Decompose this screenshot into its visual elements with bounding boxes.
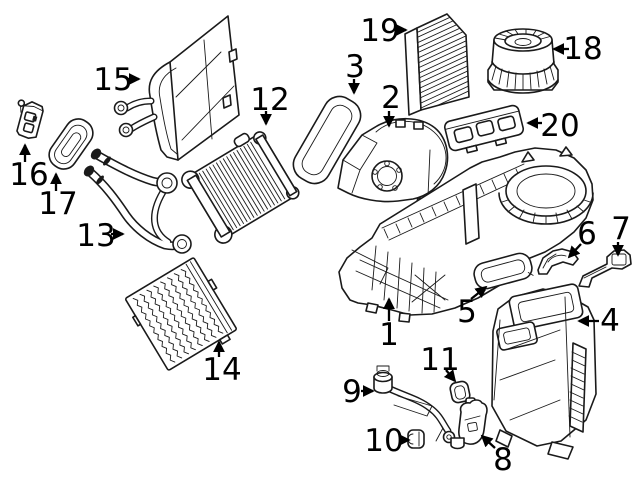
callout-arrow-6 <box>567 243 582 259</box>
part-auxiliary-core[interactable] <box>123 255 243 376</box>
part-blower-motor[interactable] <box>487 28 559 94</box>
callout-label-10[interactable]: 10 <box>364 423 403 459</box>
callout-label-8[interactable]: 8 <box>493 442 513 478</box>
callout-arrow-11 <box>443 369 457 383</box>
part-duct-seal-ring[interactable] <box>288 91 367 190</box>
callout-label-3[interactable]: 3 <box>345 49 365 85</box>
part-grommet[interactable] <box>449 380 471 404</box>
callout-arrow-8 <box>480 434 496 449</box>
callout-label-5[interactable]: 5 <box>457 294 477 330</box>
part-blower-scroll-housing[interactable] <box>337 117 449 208</box>
callout-label-20[interactable]: 20 <box>540 108 579 144</box>
part-valve-actuator[interactable] <box>450 397 488 450</box>
part-clip[interactable] <box>407 429 425 449</box>
callout-label-11[interactable]: 11 <box>420 342 459 378</box>
callout-label-13[interactable]: 13 <box>76 218 115 254</box>
callout-label-7[interactable]: 7 <box>611 211 631 247</box>
part-lower-distribution-housing[interactable] <box>491 283 597 460</box>
callout-label-16[interactable]: 16 <box>9 157 48 193</box>
part-oval-seal[interactable] <box>44 114 98 174</box>
callout-label-14[interactable]: 14 <box>202 352 241 388</box>
callout-arrow-5 <box>470 285 488 300</box>
callout-label-1[interactable]: 1 <box>379 317 399 353</box>
part-main-housing[interactable] <box>338 146 594 323</box>
part-cabin-air-filter[interactable] <box>404 9 473 116</box>
part-heater-pipes[interactable] <box>82 147 192 254</box>
part-sensor[interactable] <box>10 99 44 141</box>
callout-label-19[interactable]: 19 <box>360 13 399 49</box>
part-heater-core[interactable] <box>177 125 302 247</box>
callout-label-9[interactable]: 9 <box>342 374 362 410</box>
callout-arrows <box>19 24 624 449</box>
callout-label-4[interactable]: 4 <box>600 303 620 339</box>
callout-label-12[interactable]: 12 <box>250 82 289 118</box>
part-mounting-bracket[interactable] <box>443 104 525 156</box>
part-lever-arm[interactable] <box>578 249 632 288</box>
callout-label-6[interactable]: 6 <box>577 216 597 252</box>
part-evaporator-core[interactable] <box>113 15 240 161</box>
callout-labels: 1 2 3 4 5 6 7 8 9 10 11 12 13 14 15 16 1… <box>9 13 631 478</box>
callout-label-18[interactable]: 18 <box>563 31 602 67</box>
part-gasket-seal[interactable] <box>472 251 535 292</box>
callout-label-15[interactable]: 15 <box>93 62 132 98</box>
callout-label-17[interactable]: 17 <box>38 186 77 222</box>
callout-label-2[interactable]: 2 <box>381 80 401 116</box>
